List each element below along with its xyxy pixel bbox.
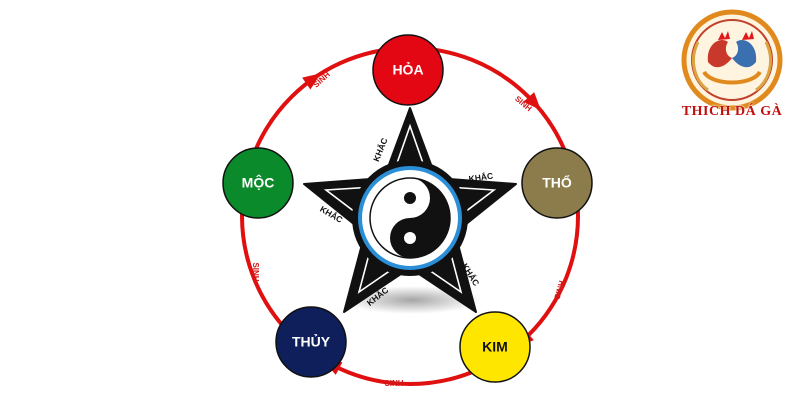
element-label-thuy: THỦY: [292, 333, 331, 350]
element-node-kim: KIM: [459, 311, 531, 383]
element-label-tho: THỔ: [542, 174, 572, 191]
logo-text: THICH DÁ GÀ: [681, 104, 783, 119]
element-node-hoa: HỎA: [372, 34, 444, 106]
element-label-hoa: HỎA: [392, 61, 423, 78]
khac-label-top: KHẮC: [371, 136, 389, 163]
element-label-moc: MỘC: [242, 174, 275, 191]
sinh-label-thuy-moc: SINH: [251, 262, 260, 281]
sinh-label-kim-thuy: SINH: [384, 379, 403, 388]
sinh-label-moc-hoa: SINH: [312, 70, 332, 90]
element-label-kim: KIM: [482, 339, 508, 355]
arrow-moc-to-hoa: [302, 73, 322, 90]
logo-rooster-emblem: [681, 9, 783, 111]
khac-label-right: KHẮC: [468, 171, 494, 184]
sinh-label-tho-kim: SINH: [553, 279, 567, 300]
arrow-hoa-to-tho: [523, 92, 541, 111]
element-node-tho: THỔ: [521, 147, 593, 219]
yin-yang-symbol: [369, 177, 451, 259]
element-node-moc: MỘC: [222, 147, 294, 219]
element-node-thuy: THỦY: [275, 306, 347, 378]
